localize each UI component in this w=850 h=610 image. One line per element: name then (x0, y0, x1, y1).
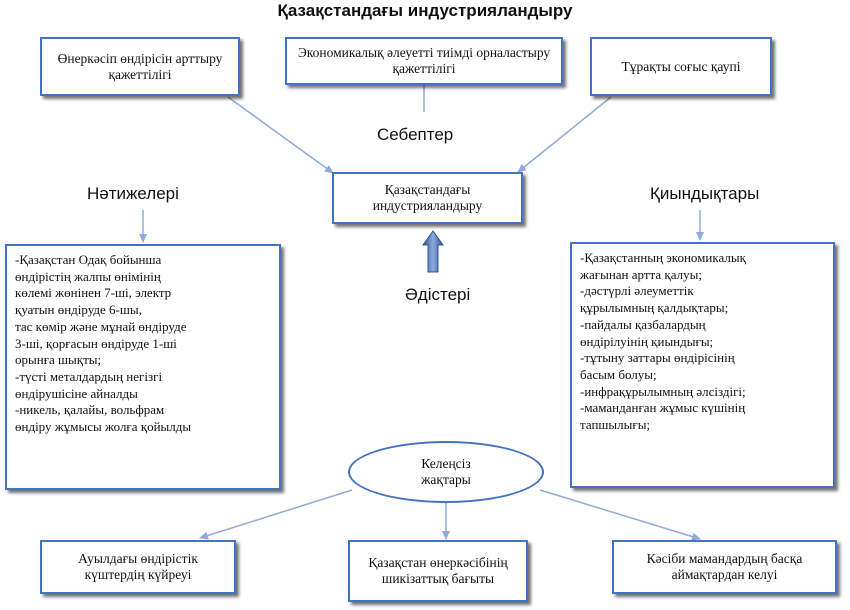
negatives-ellipse: Келеңсіз жақтары (348, 441, 544, 503)
cause-box-3: Тұрақты соғыс қаупі (590, 37, 772, 96)
results-line: -түсті металдардың негізгі (15, 368, 163, 384)
difficulties-line: жағынан артта қалуы; (580, 266, 702, 282)
cause-text-3: Тұрақты соғыс қаупі (621, 58, 741, 74)
negative-text-3: Кәсіби мамандардың басқа аймақтардан кел… (646, 551, 803, 582)
results-line: өндіру жұмысы жолға қойылды (15, 419, 192, 435)
diagram-title: Қазақстандағы индустрияландыру (277, 1, 573, 20)
center-box: Қазақстандағы индустрияландыру (332, 172, 523, 224)
negative-box-1: Ауылдағы өндірістік күштердің күйреуі (40, 540, 236, 594)
difficulties-line: -маманданған жұмыс күшінің (580, 400, 746, 416)
difficulties-line: -пайдалы қазбалардың (580, 316, 706, 332)
results-line: өндірушісіне айналды (15, 385, 138, 401)
cause-text-1: Өнеркәсіп өндірісін арттыру қажеттілігі (57, 50, 223, 82)
cause-box-2: Экономикалық әлеуетті тиімді орналастыру… (285, 37, 563, 85)
arrow-cause-3 (517, 96, 612, 173)
difficulties-line: өндірілуінің қиындығы; (580, 333, 714, 349)
label-difficulties: Қиындықтары (650, 184, 760, 203)
difficulties-line: -Қазақстанның экономикалық (580, 250, 746, 265)
results-line: тас көмір және мұнай өндіруде (15, 318, 187, 334)
difficulties-line: тапшылығы; (580, 417, 651, 433)
negative-box-3: Кәсіби мамандардың басқа аймақтардан кел… (612, 540, 837, 594)
results-line: -Қазақстан Одақ бойынша (15, 252, 162, 267)
negative-text-2: Қазақстан өнеркәсібінің шикізаттық бағыт… (368, 555, 508, 586)
negative-text-1: Ауылдағы өндірістік күштердің күйреуі (78, 551, 198, 582)
results-box: -Қазақстан Одақ бойынша өндірістің жалпы… (5, 244, 281, 490)
label-methods: Әдістері (405, 285, 471, 304)
difficulties-line: -дәстүрлі әлеуметтік (580, 283, 694, 299)
cause-text-2: Экономикалық әлеуетті тиімді орналастыру… (297, 45, 551, 76)
arrow-cause-1 (227, 96, 334, 174)
label-results: Нәтижелері (87, 184, 179, 203)
label-causes: Себептер (377, 125, 454, 144)
difficulties-line: -инфрақұрылымның әлсіздігі; (580, 383, 746, 399)
difficulties-box: -Қазақстанның экономикалық жағынан артта… (570, 242, 835, 488)
arrow-negative-3 (539, 489, 701, 541)
results-line: қуатын өндіруде 6-шы, (15, 302, 142, 318)
methods-block-arrow (422, 230, 444, 273)
difficulties-line: басым болуы; (580, 366, 657, 382)
results-line: -никель, қалайы, вольфрам (15, 402, 165, 418)
difficulties-line: -тұтыну заттары өндірісінің (580, 350, 735, 366)
difficulties-line: құрылымның қалдықтары; (580, 300, 729, 316)
results-line: орынға шықты; (15, 352, 102, 368)
results-line: 3-ші, қорғасын өндіруде 1-ші (15, 335, 177, 351)
negative-box-2: Қазақстан өнеркәсібінің шикізаттық бағыт… (348, 540, 528, 602)
results-line: көлемі жөнінен 7-ші, электр (15, 285, 172, 301)
cause-box-1: Өнеркәсіп өндірісін арттыру қажеттілігі (40, 37, 240, 96)
results-line: өндірістің жалпы өнімінің (15, 268, 161, 284)
arrow-negative-1 (199, 489, 353, 540)
negatives-title: Келеңсіз жақтары (421, 456, 471, 487)
center-text: Қазақстандағы индустрияландыру (372, 182, 483, 213)
